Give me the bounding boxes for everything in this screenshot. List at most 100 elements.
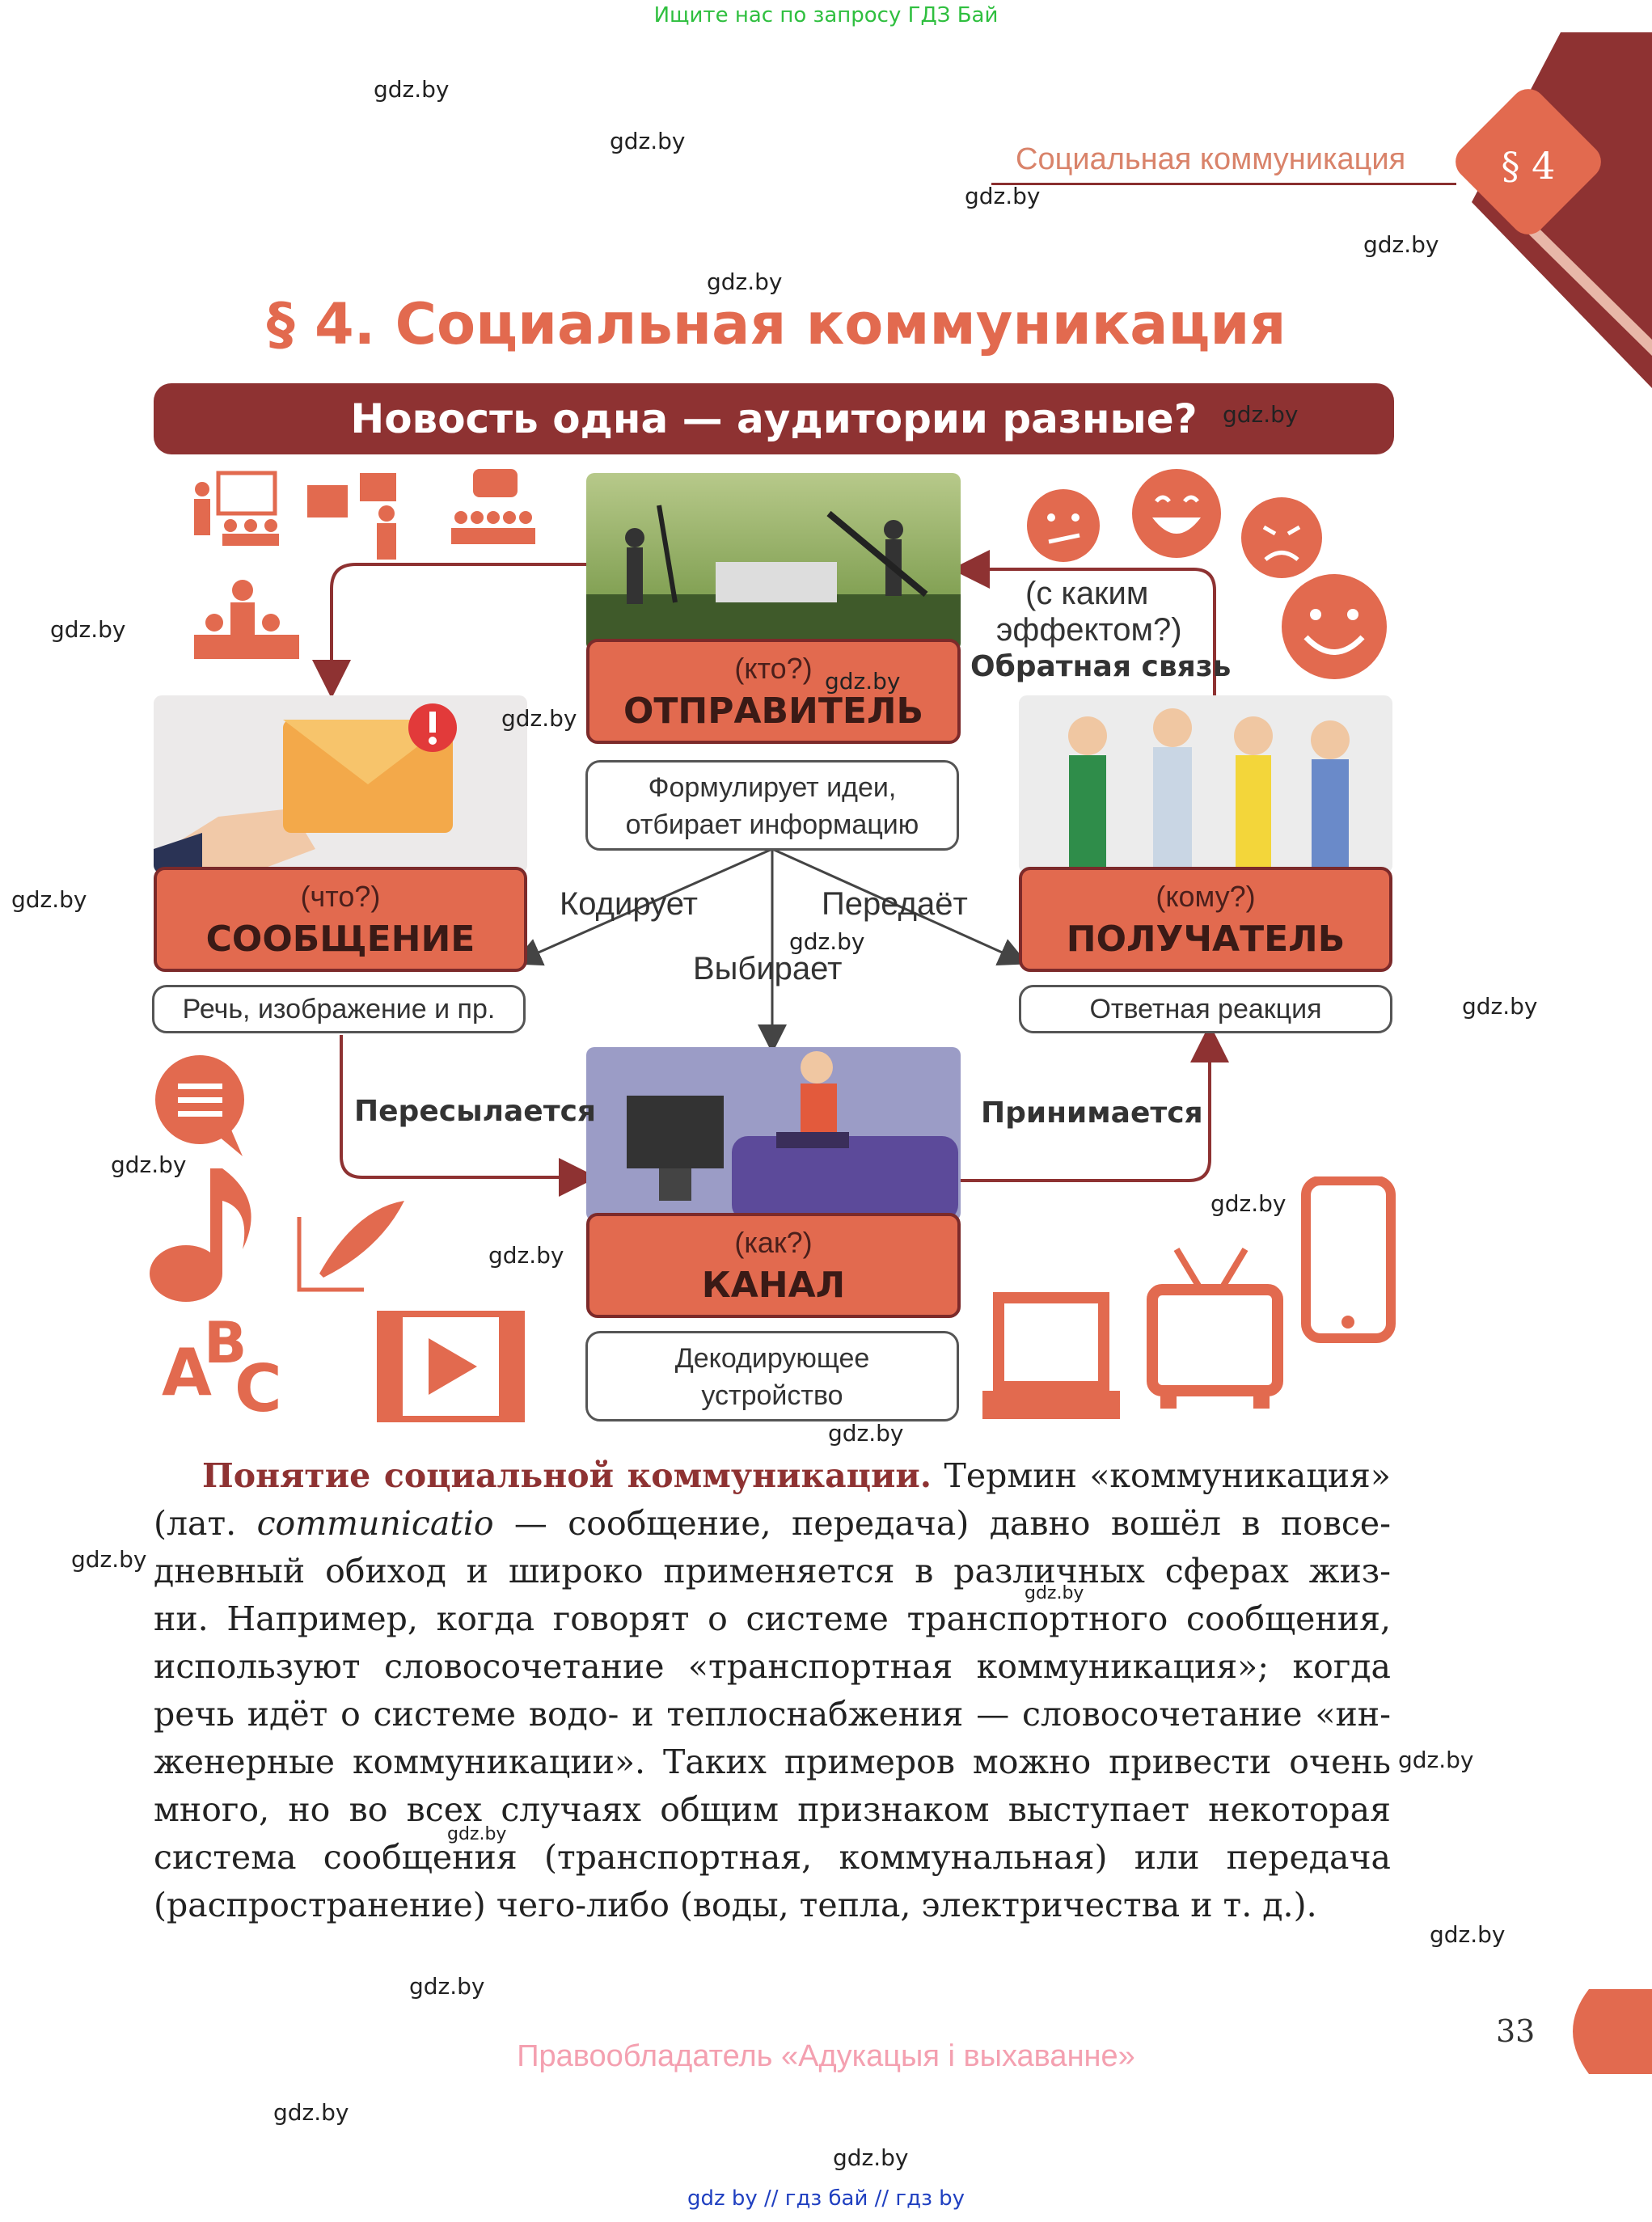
- label-chooses: Выбирает: [693, 951, 843, 986]
- copyright-notice: Правообладатель «Адукацыя і выхаванне»: [517, 2039, 1135, 2073]
- watermark: gdz.by: [1223, 401, 1299, 428]
- label-received: Принимается: [981, 1096, 1203, 1130]
- message-photo: [154, 695, 527, 873]
- quill-icon: [297, 1201, 404, 1292]
- watermark: gdz.by: [825, 668, 901, 695]
- device-icons: [982, 1176, 1396, 1419]
- smartphone-icon: [1301, 1176, 1396, 1343]
- watermark: gdz.by: [1363, 231, 1439, 258]
- watermark: gdz.by: [1025, 1583, 1084, 1603]
- watermark: gdz.by: [409, 1973, 485, 2000]
- receiver-photo: [1019, 695, 1392, 873]
- emoji-happy-icon: [1132, 469, 1221, 558]
- body-line-9: система сообщения (транспортная, коммуна…: [154, 1838, 1391, 1877]
- running-title: Социальная коммуникация: [1016, 142, 1406, 176]
- message-box: (что?) СООБЩЕНИЕ: [154, 867, 527, 972]
- sender-description-line-1: Формулирует идеи,: [648, 772, 897, 803]
- body-line-4: ни. Например, когда говорят о системе тр…: [154, 1599, 1391, 1638]
- receiver-box: (кому?) ПОЛУЧАТЕЛЬ: [1019, 867, 1392, 972]
- section-lead: Понятие социальной коммуникации.: [202, 1456, 932, 1495]
- watermark: gdz.by: [833, 2144, 909, 2171]
- receiver-question: (кому?): [1156, 880, 1256, 913]
- page-number: 33: [1496, 2013, 1536, 2049]
- channel-label: КАНАЛ: [701, 1265, 846, 1306]
- receiver-label: ПОЛУЧАТЕЛЬ: [1066, 919, 1346, 960]
- emoji-icons: [1027, 469, 1387, 679]
- body-paragraph: Понятие социальной коммуникации. Термин …: [154, 1452, 1391, 1929]
- sender-photo: [586, 473, 961, 651]
- channel-description-line-2: устройство: [701, 1380, 843, 1411]
- body-line-2: (лат. communicatio — сообщение, передача…: [154, 1504, 1391, 1543]
- channel-box: (как?) КАНАЛ: [586, 1213, 961, 1318]
- video-film-icon: [377, 1311, 525, 1422]
- speech-bubble-icon: [155, 1055, 244, 1156]
- group-icon: [307, 473, 396, 560]
- question-banner: Новость одна — аудитории разные?: [154, 383, 1394, 454]
- content-icons: A B C: [150, 1055, 525, 1426]
- body-line-3: дневный обиход и широко применяется в ра…: [154, 1552, 1391, 1590]
- watermark: gdz.by: [447, 1824, 507, 1844]
- label-feedback: Обратная связь: [970, 650, 1232, 683]
- watermark: gdz.by: [789, 928, 865, 955]
- message-question: (что?): [300, 880, 381, 913]
- watermark: gdz.by: [50, 616, 126, 643]
- channel-description-line-1: Декодирующее: [674, 1343, 870, 1374]
- body-line-6: речь идёт о системе водо- и теплоснабжен…: [154, 1695, 1391, 1734]
- body-line-8: много, но во всех случаях общим признако…: [154, 1790, 1391, 1829]
- emoji-smile-icon: [1282, 574, 1387, 679]
- emoji-confused-icon: [1027, 489, 1100, 562]
- watermark: gdz.by: [273, 2099, 349, 2126]
- footer-links[interactable]: gdz by // гдз бай // гдз by: [687, 2186, 965, 2211]
- diagram-arrows: [312, 550, 1229, 1197]
- watermark: gdz.by: [1462, 993, 1538, 1020]
- label-encodes: Кодирует: [560, 886, 698, 922]
- label-effect-1: (с каким: [1025, 576, 1149, 611]
- section-badge: § 4: [1501, 144, 1556, 188]
- crowd-icon: [194, 580, 299, 659]
- watermark: gdz.by: [374, 76, 450, 103]
- svg-text:C: C: [234, 1351, 282, 1426]
- svg-text:B: B: [204, 1310, 247, 1376]
- body-line-1: Понятие социальной коммуникации. Термин …: [202, 1456, 1391, 1495]
- watermark: gdz.by: [965, 183, 1041, 209]
- music-note-icon: [150, 1168, 251, 1302]
- watermark: gdz.by: [828, 1420, 904, 1447]
- running-title-underline: [991, 183, 1456, 185]
- channel-photo: [586, 1047, 961, 1221]
- corner-decoration: [1456, 32, 1652, 388]
- svg-text:A: A: [162, 1335, 212, 1410]
- page-title: § 4. Социальная коммуникация: [266, 291, 1287, 357]
- watermark: gdz.by: [71, 1546, 147, 1573]
- channel-question: (как?): [734, 1226, 813, 1259]
- receiver-description: Ответная реакция: [1019, 985, 1392, 1033]
- channel-description: Декодирующее устройство: [585, 1331, 959, 1421]
- label-forwarded: Пересылается: [354, 1095, 597, 1128]
- sender-label: ОТПРАВИТЕЛЬ: [623, 691, 924, 732]
- sender-description-line-2: отбирает информацию: [625, 809, 919, 840]
- page-number-tab: [1573, 1989, 1652, 2074]
- audience-icons: [194, 469, 535, 659]
- watermark: gdz.by: [1430, 1921, 1506, 1948]
- body-line-7: женерные коммуникации». Таких примеров м…: [154, 1743, 1391, 1781]
- body-line-5: используют словосочетание «транспортная …: [154, 1647, 1391, 1686]
- label-effect-2: эффектом?): [996, 612, 1182, 648]
- message-label: СООБЩЕНИЕ: [205, 919, 475, 960]
- watermark: gdz.by: [1210, 1190, 1287, 1217]
- watermark: gdz.by: [11, 886, 87, 913]
- presentation-icon: [194, 471, 279, 546]
- sender-description: Формулирует идеи, отбирает информацию: [585, 760, 959, 851]
- abc-letters-icon: A B C: [162, 1310, 282, 1426]
- tv-icon: [1147, 1247, 1283, 1409]
- audience-icon: [451, 469, 535, 544]
- laptop-icon: [982, 1292, 1120, 1419]
- watermark: gdz.by: [488, 1242, 564, 1269]
- watermark: gdz.by: [111, 1151, 187, 1178]
- top-notice: Ищите нас по запросу ГДЗ Бай: [653, 3, 999, 27]
- body-line-10: (распространение) чего-либо (воды, тепла…: [154, 1886, 1317, 1924]
- sender-box: (кто?) ОТПРАВИТЕЛЬ: [586, 639, 961, 744]
- watermark: gdz.by: [610, 128, 686, 154]
- watermark: gdz.by: [1398, 1747, 1474, 1773]
- watermark: gdz.by: [707, 268, 783, 295]
- sender-question: (кто?): [734, 652, 813, 685]
- emoji-angry-icon: [1241, 497, 1322, 578]
